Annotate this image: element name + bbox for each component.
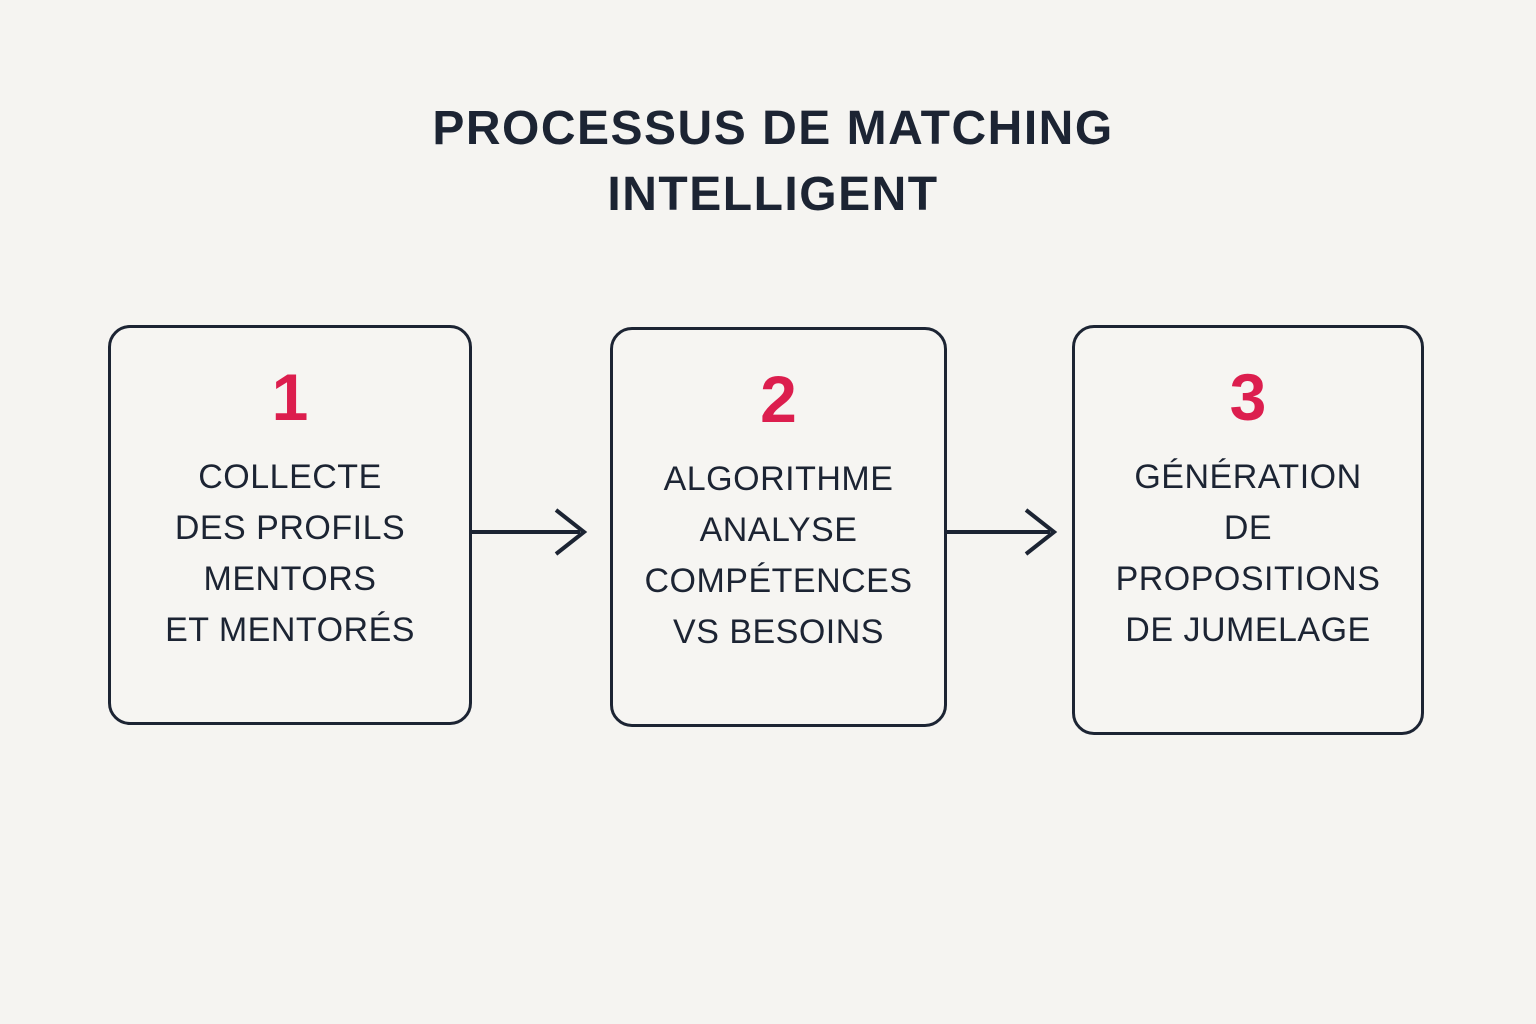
step-label-2: ALGORITHME ANALYSE COMPÉTENCES VS BESOIN… <box>644 460 913 651</box>
diagram-title: PROCESSUS DE MATCHING INTELLIGENT <box>432 102 1114 221</box>
arrow-right-icon <box>470 508 588 556</box>
step-box-1: 1 COLLECTE DES PROFILS MENTORS ET MENTOR… <box>108 325 472 725</box>
step-label-3: GÉNÉRATION DE PROPOSITIONS DE JUMELAGE <box>1115 458 1381 649</box>
step-label-1: COLLECTE DES PROFILS MENTORS ET MENTORÉS <box>165 458 415 649</box>
step-box-3: 3 GÉNÉRATION DE PROPOSITIONS DE JUMELAGE <box>1072 325 1424 735</box>
step-number-1: 1 <box>271 360 309 434</box>
step-number-3: 3 <box>1229 360 1267 434</box>
arrow-right-icon <box>946 508 1058 556</box>
step-number-2: 2 <box>760 362 797 436</box>
step-box-2: 2 ALGORITHME ANALYSE COMPÉTENCES VS BESO… <box>610 327 947 727</box>
